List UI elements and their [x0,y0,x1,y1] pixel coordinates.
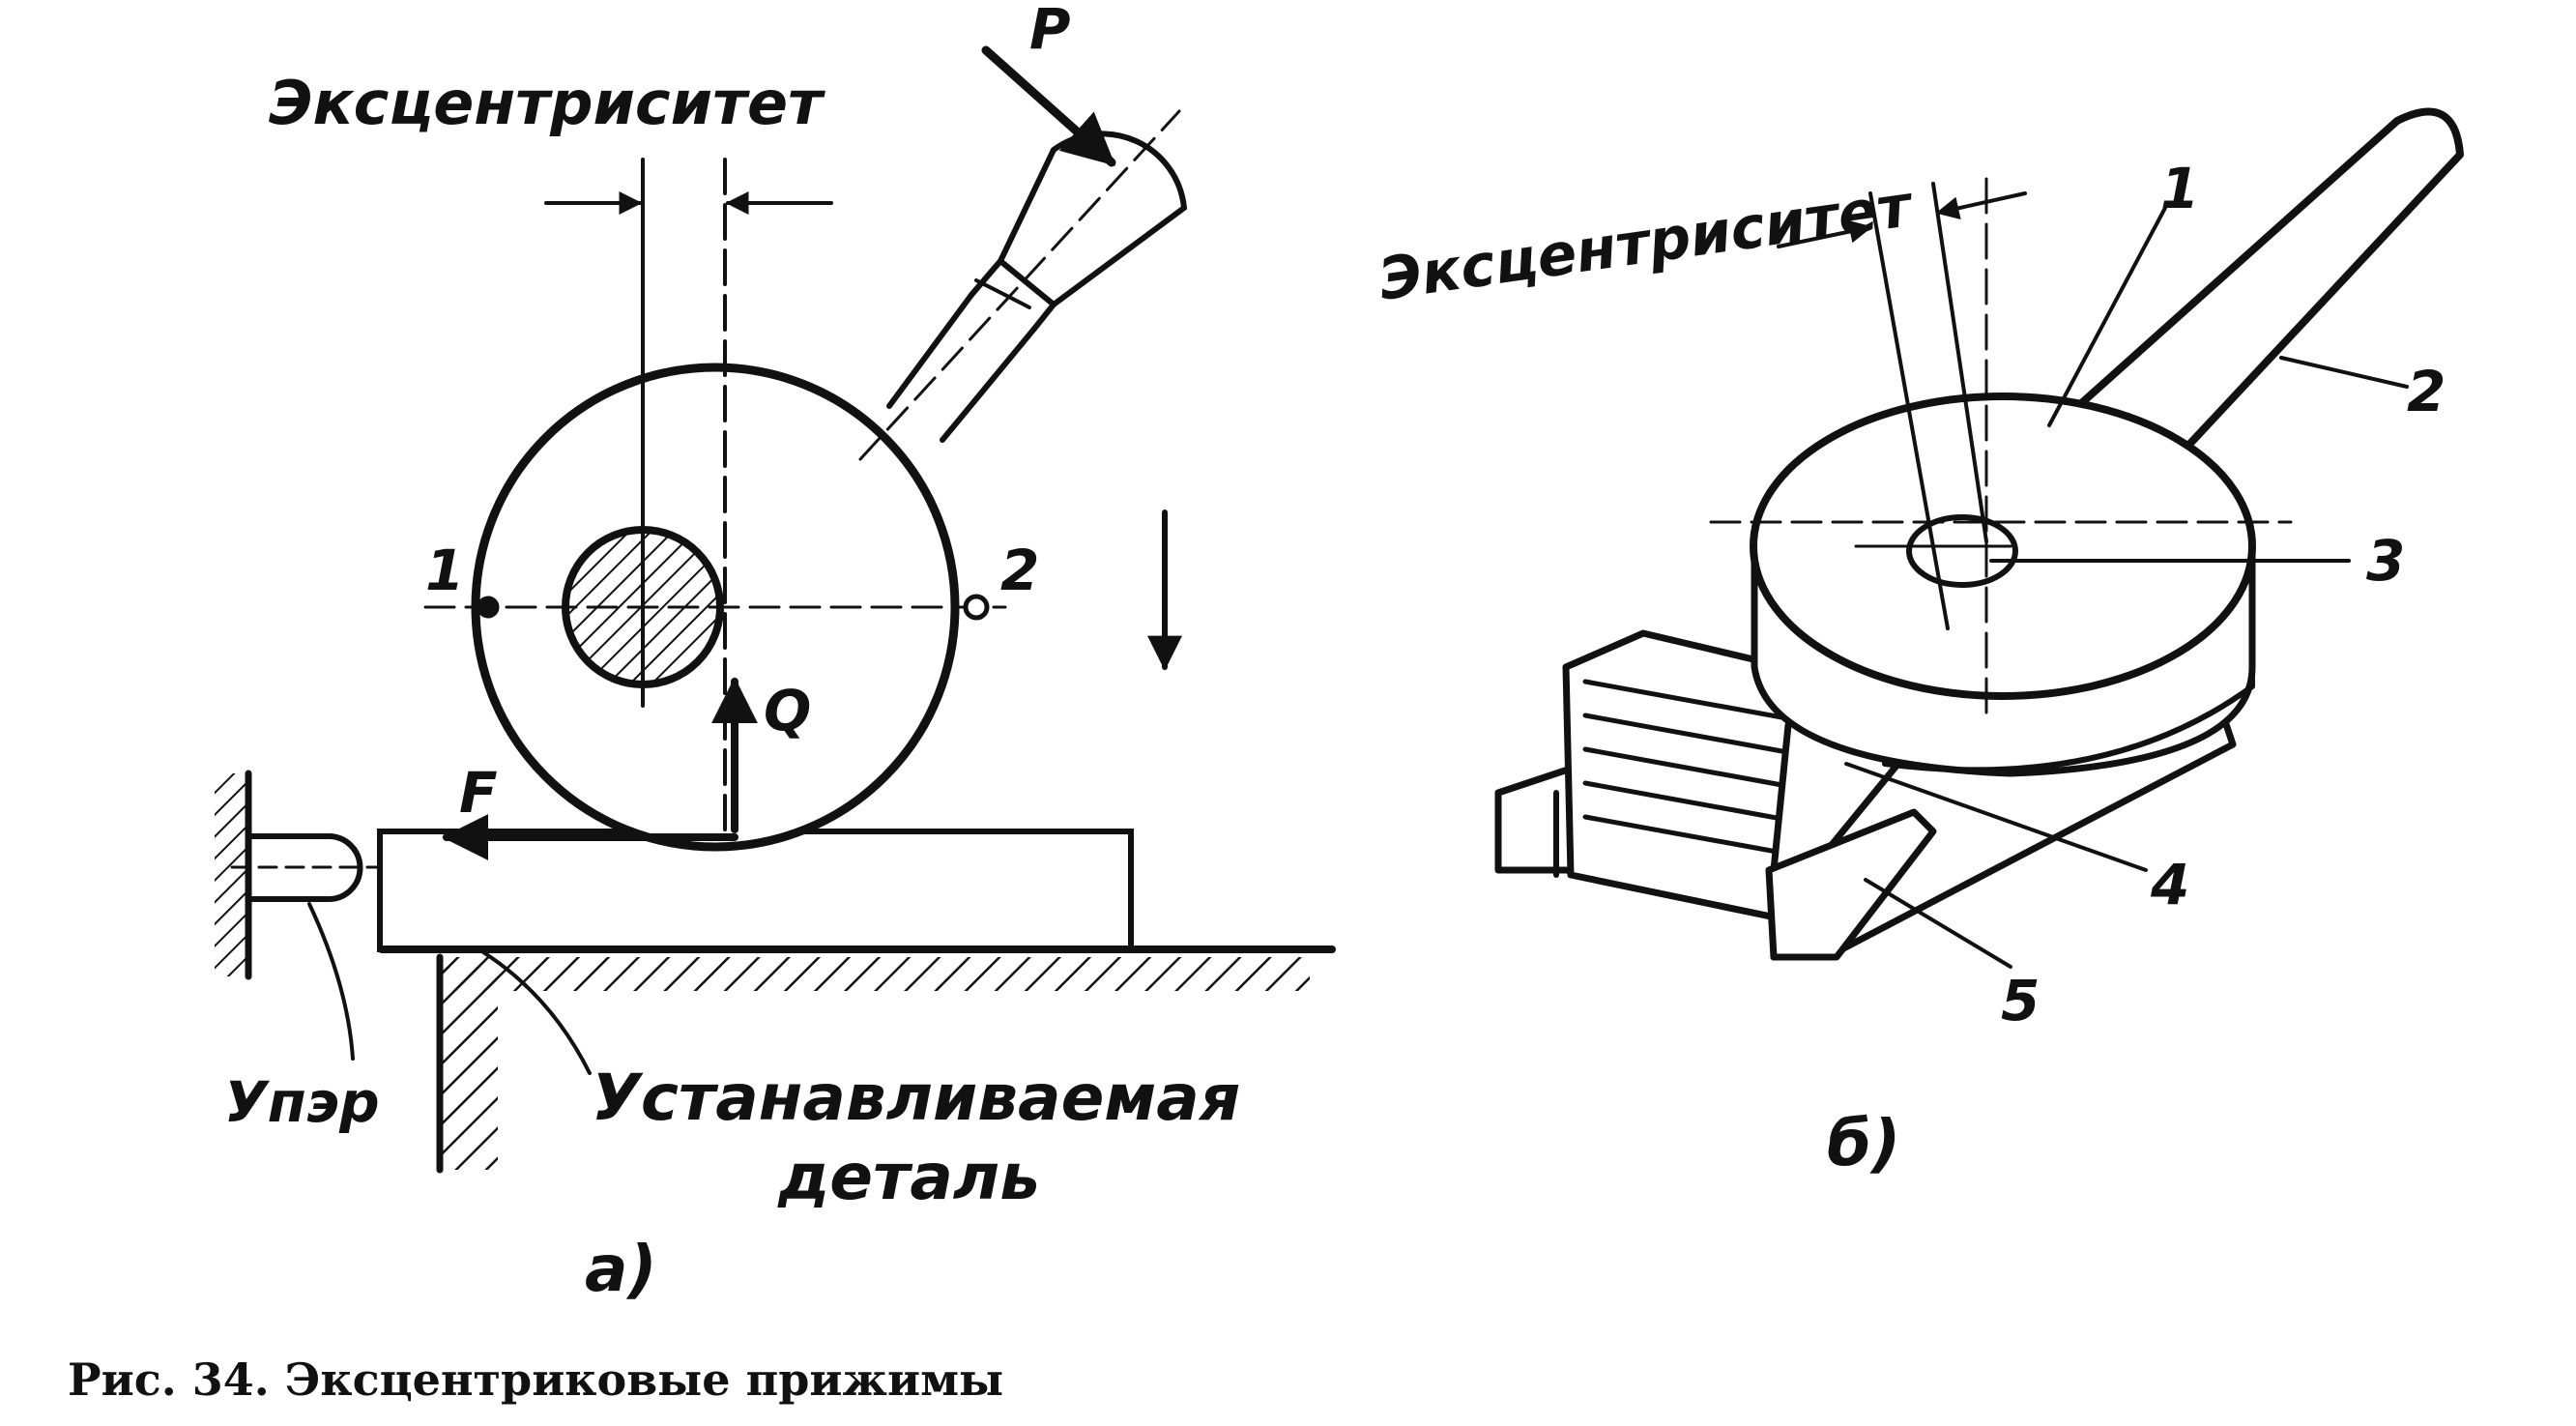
handle [858,109,1188,461]
point-1-marker [477,596,500,619]
callout-2: 2 [2407,359,2446,424]
wall-stop [215,770,252,980]
stop-pin [246,833,363,902]
force-f-label: F [459,760,498,826]
stop-label: Упэр [224,1069,380,1135]
sublabel-a: а) [585,1232,657,1306]
eccentricity-label-a: Эксцентриситет [269,68,825,138]
workpiece-label-line2: деталь [777,1140,1040,1214]
callout-5: 5 [2001,968,2040,1033]
axle-hole [1906,514,2018,588]
eccentricity-label-b: Эксцентриситет [1375,172,1918,314]
point-1-label: 1 [425,538,464,603]
workpiece [377,829,1134,952]
lever-handle [2074,107,2464,453]
callout-3: 3 [2366,528,2405,594]
workpiece-label-line1: Устанавливаемая [592,1061,1240,1135]
base-support [378,946,1336,1174]
force-p-label: P [1029,0,1071,62]
force-p-arrow [981,45,1116,167]
diagram-a [215,45,1336,1174]
force-q-label: Q [764,678,811,743]
callout-4: 4 [2150,852,2189,917]
sublabel-b: б) [1827,1106,1900,1180]
callout-1: 1 [2160,156,2199,221]
diagram-b [1494,107,2464,969]
point-2-label: 2 [1000,538,1039,603]
point-2-marker [963,594,990,621]
figure-caption: Рис. 34. Эксцентриковые прижимы [68,1353,1003,1406]
